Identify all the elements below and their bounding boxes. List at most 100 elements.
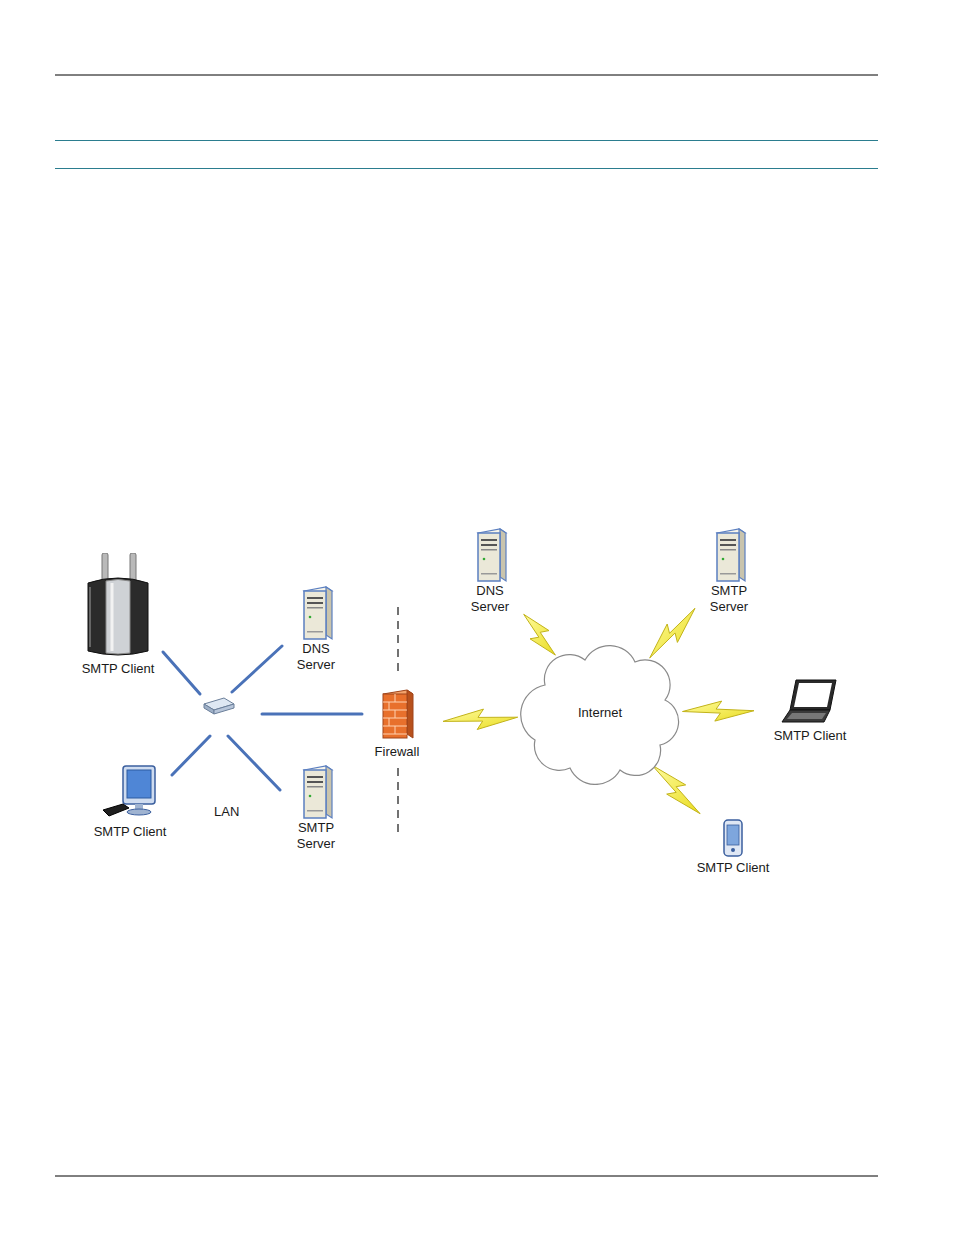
icon-part — [722, 558, 725, 561]
icon-part — [407, 690, 413, 738]
icon-part — [720, 549, 736, 551]
icon-part — [307, 602, 323, 604]
icon-part — [304, 591, 326, 639]
boundary-line — [397, 768, 399, 832]
node-label: Firewall — [357, 744, 437, 760]
icon-part — [481, 544, 497, 546]
icon-part — [483, 558, 486, 561]
monitor-icon — [99, 764, 161, 824]
client-phone: SMTP Client — [683, 818, 783, 876]
node-label: SMTP Client — [68, 661, 168, 677]
title-rule — [55, 168, 878, 169]
title-rule — [55, 140, 878, 141]
region-label: LAN — [214, 804, 239, 820]
icon-part — [389, 702, 390, 710]
icon-part — [307, 607, 323, 609]
node-label: DNS Server — [460, 583, 520, 615]
icon-part — [787, 713, 826, 719]
node-label: Internet — [515, 640, 685, 785]
icon-part — [307, 810, 323, 812]
icon-part — [790, 680, 836, 710]
wireless-link — [652, 765, 700, 813]
server-icon — [296, 585, 336, 641]
boundary-line — [397, 607, 399, 676]
icon-part — [309, 616, 312, 619]
lan-wire — [228, 736, 280, 790]
icon-part — [727, 825, 739, 845]
lan-wire — [262, 713, 362, 716]
icon-part — [326, 766, 332, 818]
header-rule — [55, 75, 878, 76]
firewall-icon — [377, 688, 417, 744]
node-label: SMTP Client — [760, 728, 860, 744]
icon-part — [326, 587, 332, 639]
icon-part — [395, 726, 396, 734]
smtp-server: SMTP Server — [286, 764, 346, 852]
client-router: SMTP Client — [68, 553, 168, 677]
node-label: SMTP Client — [683, 860, 783, 876]
firewall: Firewall — [357, 688, 437, 760]
icon-part — [794, 683, 832, 707]
wireless-link — [443, 709, 518, 729]
dns-server: DNS Server — [286, 585, 346, 673]
icon-part — [395, 710, 396, 718]
icon-part — [720, 544, 736, 546]
switch-side — [204, 704, 214, 714]
icon-part — [111, 583, 114, 651]
icon-part — [782, 710, 830, 722]
lan-wire — [163, 652, 200, 694]
icon-part — [731, 848, 735, 852]
icon-part — [307, 597, 323, 599]
laptop-icon — [780, 676, 840, 728]
icon-part — [309, 795, 312, 798]
icon-part — [304, 770, 326, 818]
router-icon — [82, 553, 154, 661]
icon-part — [481, 573, 497, 575]
icon-part — [307, 781, 323, 783]
dns-server: DNS Server — [460, 527, 520, 615]
wireless-link — [683, 701, 755, 721]
wireless-link — [650, 608, 695, 658]
server-icon — [296, 764, 336, 820]
icon-part — [89, 587, 91, 647]
icon-part — [307, 631, 323, 633]
network-switch — [204, 698, 234, 714]
lan-wire — [172, 736, 210, 775]
phone-icon — [719, 818, 747, 860]
icon-part — [307, 776, 323, 778]
icon-part — [739, 529, 745, 581]
icon-part — [106, 580, 130, 655]
smtp-server: SMTP Server — [699, 527, 759, 615]
icon-part — [395, 694, 396, 702]
switch-front — [214, 704, 234, 714]
footer-rule — [55, 1176, 878, 1177]
icon-part — [720, 573, 736, 575]
icon-part — [720, 539, 736, 541]
internet-cloud: Internet — [515, 640, 685, 785]
icon-part — [389, 718, 390, 726]
client-desktop: SMTP Client — [80, 764, 180, 840]
icon-part — [478, 533, 500, 581]
icon-part — [127, 770, 151, 798]
node-label: SMTP Client — [80, 824, 180, 840]
icon-part — [383, 694, 407, 738]
icon-part — [481, 549, 497, 551]
icon-part — [88, 578, 148, 655]
icon-part — [103, 804, 129, 816]
client-laptop: SMTP Client — [760, 676, 860, 744]
node-label: SMTP Server — [699, 583, 759, 615]
icon-part — [717, 533, 739, 581]
node-label: DNS Server — [286, 641, 346, 673]
icon-part — [724, 820, 742, 856]
server-icon — [470, 527, 510, 583]
node-label: SMTP Server — [286, 820, 346, 852]
icon-part — [481, 539, 497, 541]
server-icon — [709, 527, 749, 583]
icon-part — [307, 786, 323, 788]
icon-part — [500, 529, 506, 581]
wireless-link — [524, 614, 556, 655]
lan-wire — [232, 646, 282, 692]
icon-part — [123, 766, 155, 804]
